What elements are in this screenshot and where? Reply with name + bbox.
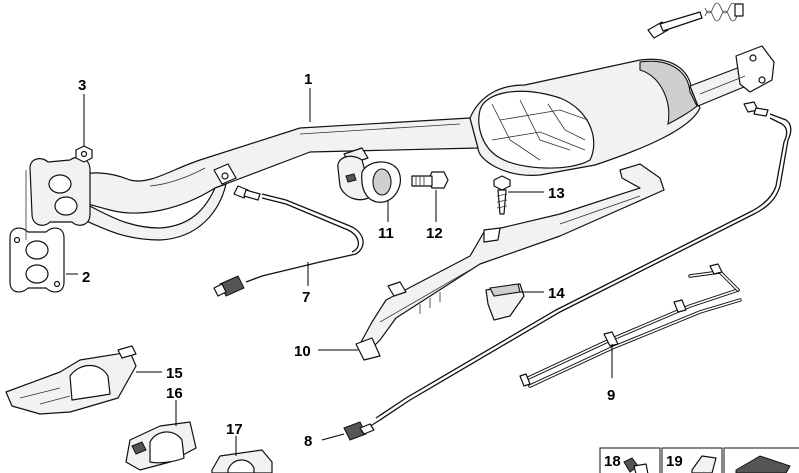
wire-holder-part (519, 263, 742, 388)
pipe-clamp-part (337, 147, 401, 203)
bolt-part (411, 171, 449, 189)
callout-16: 16 (166, 385, 183, 402)
callout-12: 12 (426, 225, 443, 242)
callout-8: 8 (304, 433, 312, 450)
inset-box-18 (599, 447, 661, 473)
screw-part (493, 175, 511, 215)
rubber-mount-part (485, 283, 525, 321)
long-oxygen-sensor-part (343, 101, 792, 441)
gasket-part (9, 227, 65, 293)
callout-11: 11 (378, 225, 394, 242)
callout-14: 14 (548, 285, 565, 302)
inset-box-blank (723, 447, 799, 473)
callout-15: 15 (166, 365, 183, 382)
oxygen-sensor-part (213, 185, 364, 297)
inset-box-19 (661, 447, 723, 473)
callout-17: 17 (226, 421, 243, 438)
callout-2: 2 (82, 269, 90, 286)
callout-19: 19 (666, 453, 683, 470)
callout-18: 18 (604, 453, 621, 470)
callout-7: 7 (302, 289, 310, 306)
leader-lines (66, 88, 613, 456)
heat-shield-part (5, 345, 137, 415)
callout-10: 10 (294, 343, 311, 360)
front-exhaust-pipe-with-catalyst (65, 45, 775, 241)
callout-9: 9 (607, 387, 615, 404)
manifold-flange-part (25, 156, 91, 240)
clamp-part (125, 421, 197, 471)
nut-part (75, 145, 93, 163)
callout-13: 13 (548, 185, 565, 202)
mounting-bracket-part (355, 163, 665, 361)
bolt-with-spring-part (647, 2, 744, 39)
bracket-part (211, 449, 273, 473)
callout-1: 1 (304, 71, 312, 88)
callout-3: 3 (78, 77, 86, 94)
